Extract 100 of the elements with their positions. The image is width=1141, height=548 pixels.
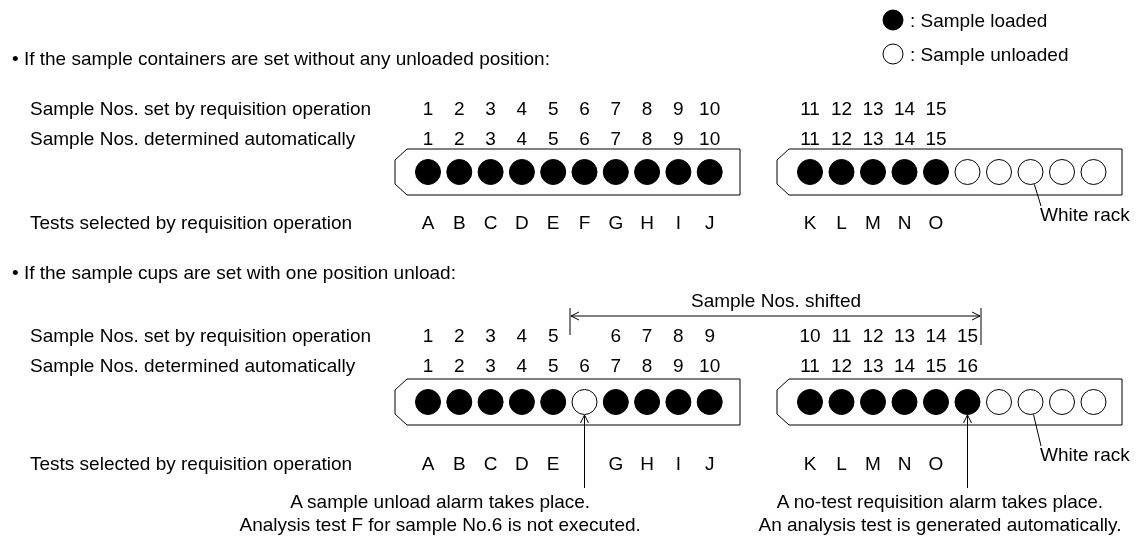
sample-number: 6 [579,355,590,376]
sample-number: 2 [454,325,465,346]
sample-number: 12 [830,128,853,149]
test-letter: L [836,212,847,233]
rack-caption: White rack [1040,443,1130,466]
test-letter: M [865,453,881,474]
leader-line [1033,414,1042,447]
sample-number: 10 [699,128,721,149]
sample-number: 1 [422,128,434,149]
sample-cup [1017,159,1044,185]
sample-number: 14 [893,98,916,119]
sample-number: 2 [454,98,465,119]
test-letter: I [675,212,682,233]
arrow [580,414,589,489]
sample-number: 8 [641,355,653,376]
sample-number: 7 [610,128,622,149]
sample-number: 6 [610,325,622,346]
test-letter: H [640,453,654,474]
test-letter: H [640,212,654,233]
sample-number: 15 [956,325,979,346]
test-letter: G [608,453,624,474]
sample-number: 15 [925,355,947,376]
test-letter: L [836,453,847,474]
sample-cup [954,389,981,415]
sample-number: 9 [704,325,715,346]
test-letter: A [421,212,435,233]
sample-number: 13 [862,128,884,149]
sample-number: 12 [830,355,853,376]
test-letter: I [675,453,682,474]
row-label: Sample Nos. determined automatically [30,128,356,149]
sample-number: 8 [673,325,684,346]
sample-number: 2 [454,355,465,376]
sample-number: 4 [516,128,528,149]
section-heading: • If the sample cups are set with one position unload: [12,262,456,283]
sample-number: 5 [547,325,559,346]
sample-number: 9 [673,128,684,149]
test-letter: J [704,453,715,474]
alarm-note: A sample unload alarm takes place. Analysis test F for sample No.6 is not executed. [239,490,641,536]
test-letter: D [515,453,529,474]
section-heading: • If the sample containers are set without any unloaded position: [12,48,550,69]
sample-number: 5 [547,98,559,119]
test-letter: E [546,453,560,474]
test-letter: B [452,453,466,474]
sample-number: 1 [422,355,434,376]
sample-number: 1 [422,98,434,119]
test-letter: G [608,212,624,233]
test-letter: N [897,453,912,474]
test-letter: K [803,212,817,233]
test-letter: D [515,212,529,233]
dimension-label: Sample Nos. shifted [691,290,861,311]
sample-number: 3 [485,98,496,119]
test-letter: O [928,453,944,474]
leader-line [1033,183,1042,207]
row-label: Tests selected by requisition operation [30,212,353,233]
test-letter: C [483,453,498,474]
sample-number: 11 [831,325,852,346]
row-label: Sample Nos. set by requisition operation [30,325,372,346]
sample-number: 13 [893,325,916,346]
sample-number: 3 [485,128,496,149]
sample-number: 12 [830,98,853,119]
row-label: Sample Nos. set by requisition operation [30,98,372,119]
rack-caption: White rack [1040,203,1130,226]
sample-number: 14 [893,355,916,376]
test-letter: F [578,212,591,233]
sample-number: 10 [799,325,821,346]
legend-label: : Sample loaded [910,10,1048,31]
sample-number: 13 [862,98,884,119]
arrow [963,414,972,489]
sample-number: 11 [800,98,820,119]
sample-number: 15 [925,128,947,149]
sample-number: 4 [516,325,528,346]
sample-number: 8 [641,128,653,149]
sample-number: 6 [579,98,590,119]
sample-number: 14 [893,128,916,149]
sample-number: 12 [862,325,884,346]
sample-number: 11 [800,355,820,376]
sample-number: 7 [641,325,653,346]
test-letter: N [897,212,912,233]
test-letter: J [704,212,715,233]
sample-number: 2 [454,128,465,149]
sample-cup [1017,389,1044,415]
sample-number: 14 [925,325,947,346]
legend-label: : Sample unloaded [910,44,1069,65]
test-letter: B [452,212,466,233]
sample-number: 9 [673,355,684,376]
sample-number: 10 [699,355,721,376]
sample-number: 15 [925,98,947,119]
sample-number: 6 [579,128,590,149]
sample-number: 5 [547,128,559,149]
sample-number: 4 [516,98,528,119]
sample-number: 16 [956,355,979,376]
row-label: Tests selected by requisition operation [30,453,353,474]
sample-number: 7 [610,355,622,376]
row-label: Sample Nos. determined automatically [30,355,356,376]
sample-number: 11 [800,128,820,149]
sample-number: 10 [699,98,721,119]
test-letter: K [803,453,817,474]
sample-number: 3 [485,355,496,376]
sample-cup [571,389,598,415]
test-letter: C [483,212,498,233]
